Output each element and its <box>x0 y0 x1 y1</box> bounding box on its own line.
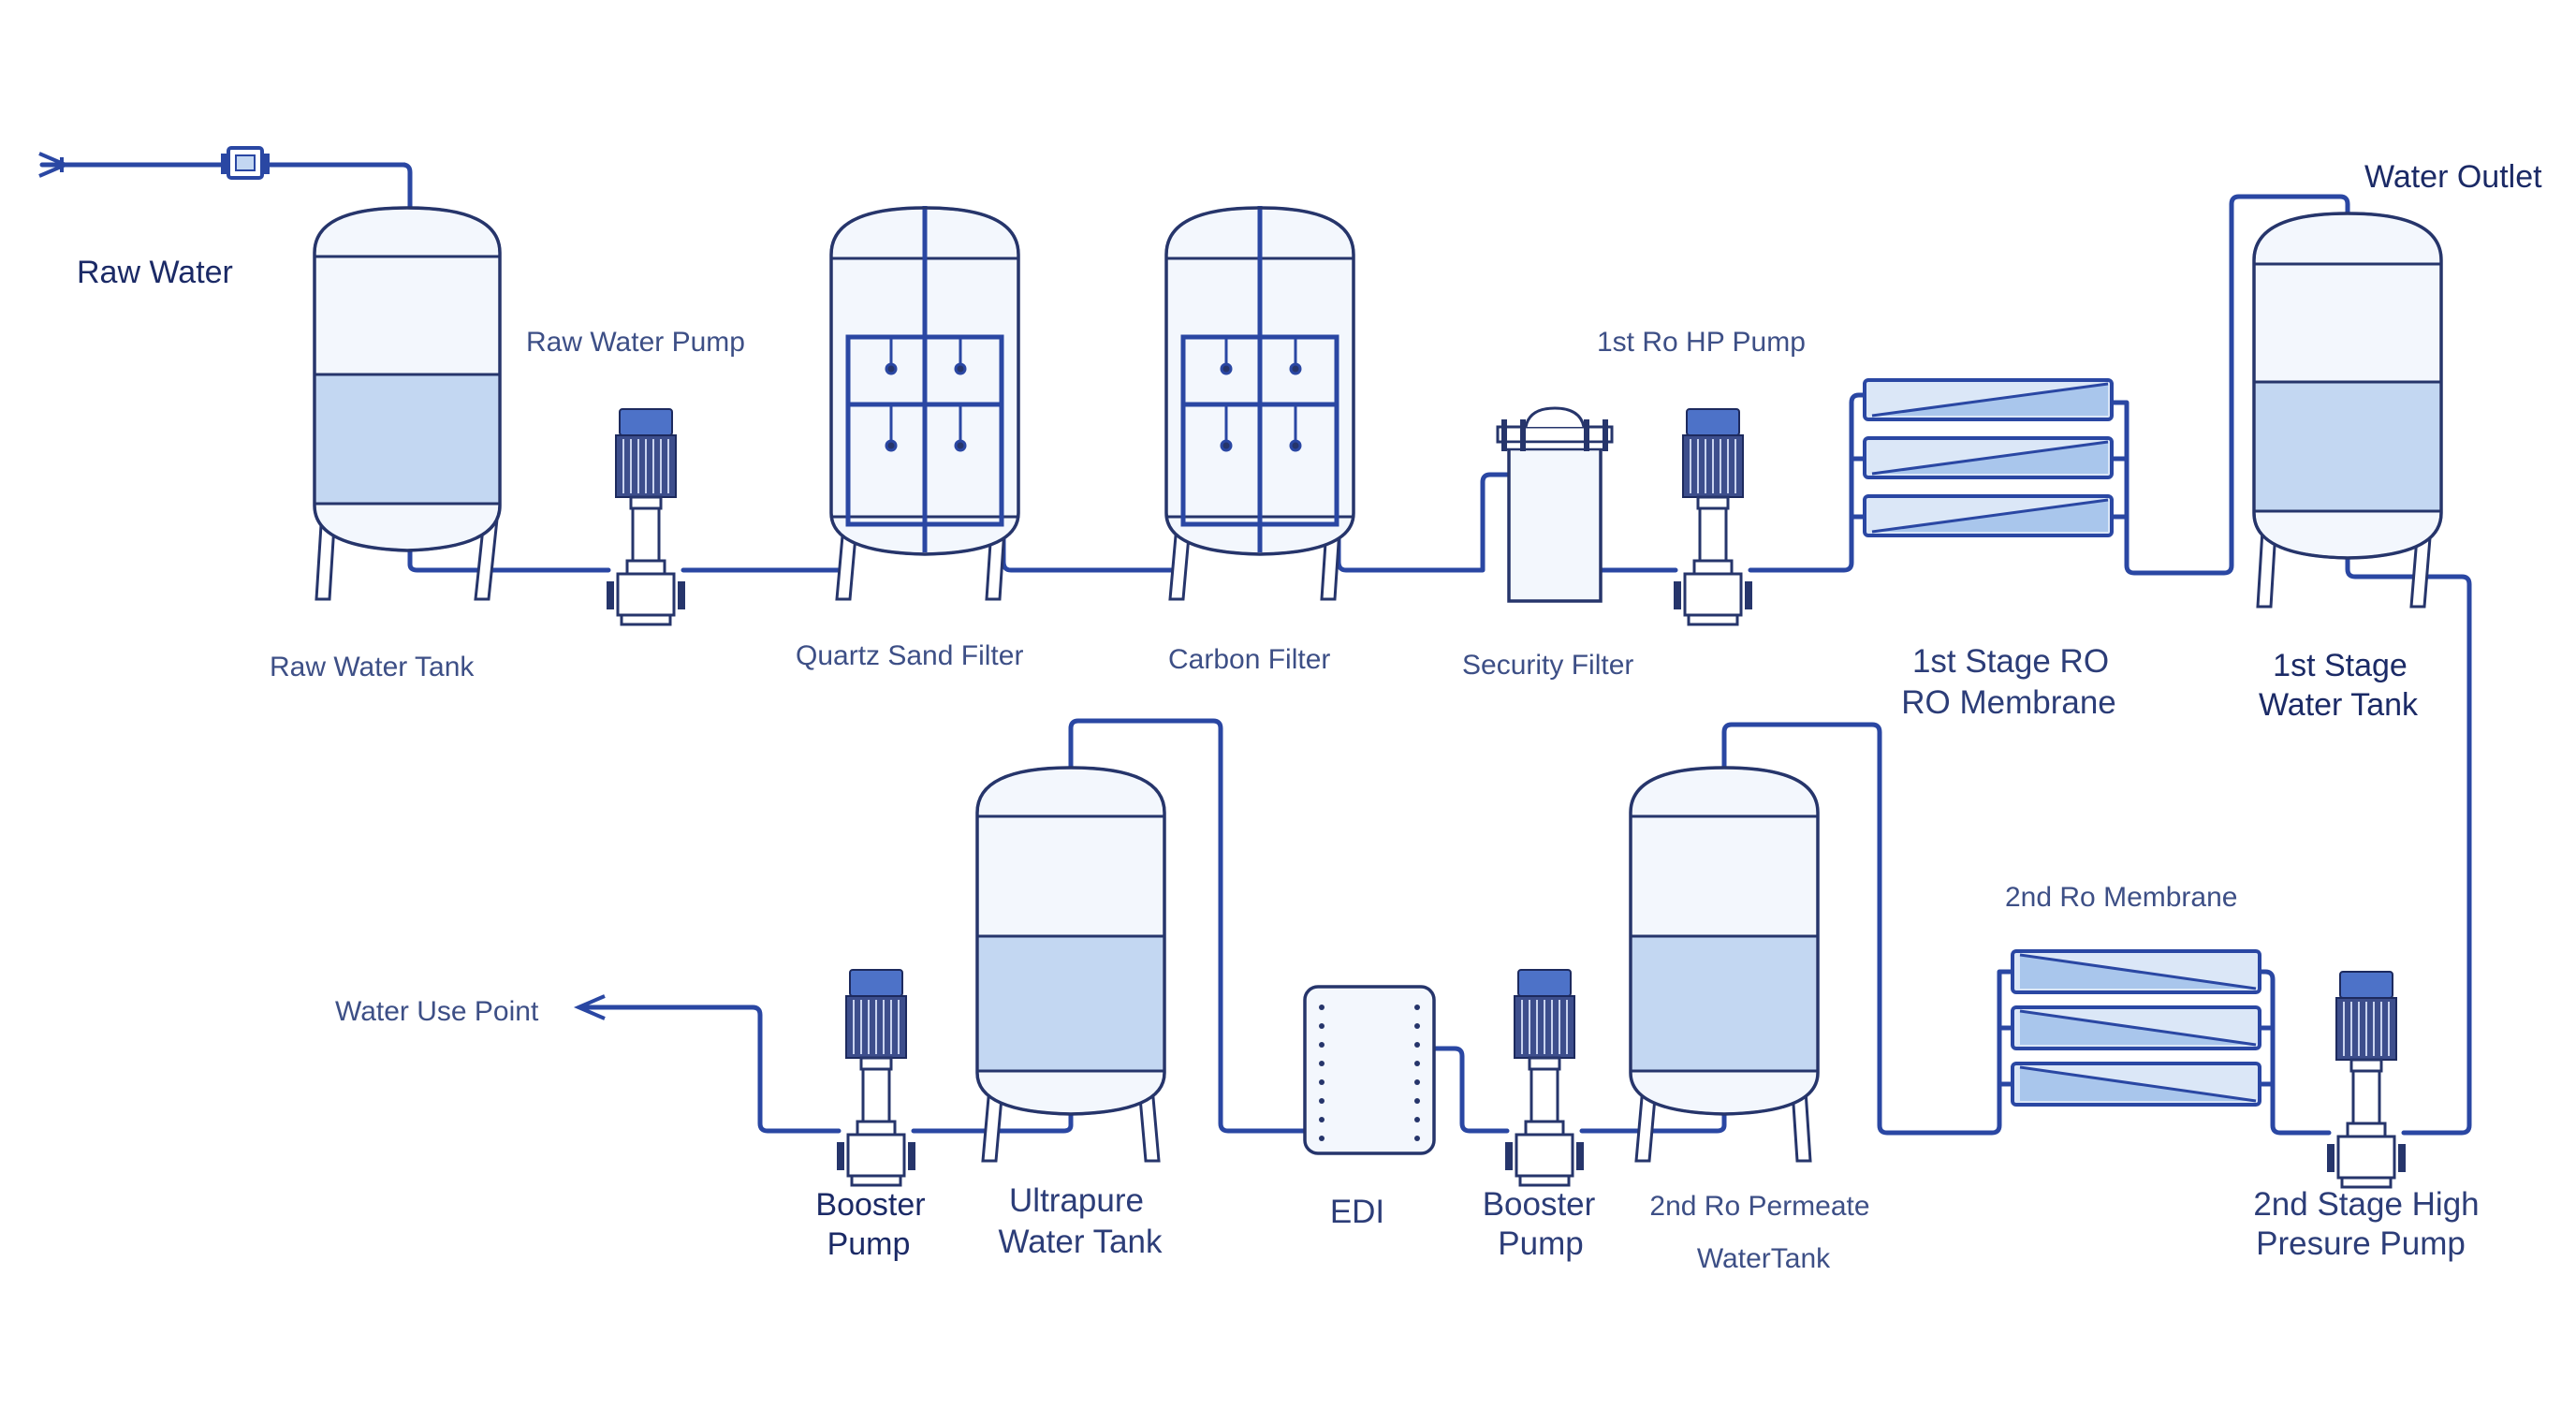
pipe-network <box>39 162 2472 1136</box>
label-raw-water: Raw Water <box>77 255 233 290</box>
raw-water-pump <box>605 407 687 626</box>
label-second-ro-permeate-line2: WaterTank <box>1697 1243 1831 1274</box>
label-second-stage-hp-line1: 2nd Stage High <box>2253 1186 2479 1223</box>
raw-water-tank <box>313 206 502 601</box>
label-first-stage-tank-line2: Water Tank <box>2259 687 2419 723</box>
first-stage-ro-membranes <box>1863 378 2114 537</box>
quartz-sand-filter-vessel <box>829 206 1020 601</box>
second-stage-hp-pump <box>2325 970 2408 1189</box>
label-first-stage-tank-line1: 1st Stage <box>2273 648 2408 683</box>
second-ro-permeate-tank <box>1629 766 1820 1163</box>
label-edi: EDI <box>1330 1194 1384 1230</box>
edi-module <box>1303 985 1436 1155</box>
first-ro-hp-pump <box>1672 407 1754 626</box>
label-water-outlet: Water Outlet <box>2364 159 2542 195</box>
label-first-stage-ro-line2: RO Membrane <box>1901 684 2116 721</box>
label-raw-water-pump: Raw Water Pump <box>526 327 745 358</box>
label-first-ro-hp-pump: 1st Ro HP Pump <box>1597 327 1806 358</box>
label-carbon-filter: Carbon Filter <box>1168 644 1330 675</box>
label-booster-pump-1-line2: Pump <box>827 1226 911 1262</box>
booster-pump-1 <box>835 968 917 1187</box>
label-booster-pump-2-line1: Booster <box>1483 1186 1596 1223</box>
label-ultrapure-tank-line2: Water Tank <box>998 1224 1163 1260</box>
label-first-stage-ro-line1: 1st Stage RO <box>1912 643 2109 680</box>
label-raw-water-tank: Raw Water Tank <box>270 652 475 682</box>
first-stage-water-tank <box>2252 212 2443 609</box>
ultrapure-water-tank <box>975 766 1166 1163</box>
label-second-stage-hp-line2: Presure Pump <box>2256 1225 2466 1262</box>
label-booster-pump-2-line2: Pump <box>1498 1225 1583 1262</box>
label-second-ro-permeate-line1: 2nd Ro Permeate <box>1649 1191 1869 1222</box>
label-second-ro-membrane: 2nd Ro Membrane <box>2005 882 2237 913</box>
carbon-filter-vessel <box>1164 206 1355 601</box>
label-ultrapure-tank-line1: Ultrapure <box>1009 1182 1144 1219</box>
flow-meter-icon <box>221 146 270 180</box>
booster-pump-2 <box>1503 968 1586 1187</box>
label-water-use-point: Water Use Point <box>335 996 539 1027</box>
label-booster-pump-1-line1: Booster <box>815 1187 925 1223</box>
label-quartz-sand-filter: Quartz Sand Filter <box>796 640 1023 671</box>
security-filter-housing <box>1496 406 1614 603</box>
raw-water-inlet-arrow <box>38 152 71 178</box>
water-use-point-arrow <box>573 994 606 1020</box>
second-ro-membranes <box>2011 949 2261 1107</box>
label-security-filter: Security Filter <box>1462 650 1633 681</box>
